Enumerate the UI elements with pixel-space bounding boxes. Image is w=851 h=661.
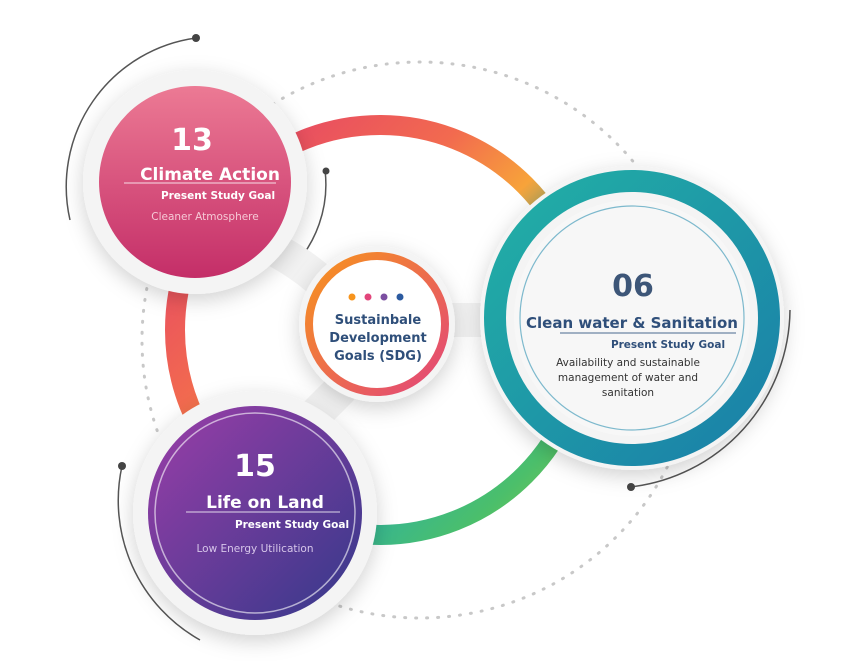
- water-subtitle: Present Study Goal: [611, 339, 725, 351]
- climate-arc-line: [65, 37, 197, 221]
- water-number: 06: [612, 269, 654, 304]
- center-ring: [305, 252, 449, 396]
- land-subtitle: Present Study Goal: [235, 519, 349, 531]
- water-description-line-1: Availability and sustainable: [556, 357, 700, 369]
- land-arc-line: [117, 465, 201, 641]
- center-dot-4: [396, 293, 404, 301]
- water-disc: [514, 200, 750, 436]
- water-description-line-2: management of water and: [558, 372, 698, 384]
- center-dot-3: [380, 293, 388, 301]
- water-title: Clean water & Sanitation: [526, 314, 738, 332]
- goal-clean-water: 06 Clean water & Sanitation Present Stud…: [480, 166, 784, 470]
- water-ring: [484, 170, 780, 466]
- climate-number: 13: [171, 123, 213, 158]
- water-arc-dot: [627, 483, 635, 491]
- goal-life-on-land: 15 Life on Land Present Study Goal Low E…: [133, 391, 377, 635]
- climate-inner-dot: [322, 167, 330, 175]
- land-disc: [148, 406, 362, 620]
- climate-arc-dot: [192, 34, 200, 42]
- climate-subtitle: Present Study Goal: [161, 190, 275, 202]
- water-arc-line: [629, 309, 791, 488]
- goal-climate-action: 13 Climate Action Present Study Goal Cle…: [83, 70, 307, 294]
- climate-description: Cleaner Atmosphere: [151, 211, 258, 223]
- water-inner-ring: [519, 205, 745, 431]
- center-line-3: Goals (SDG): [334, 349, 422, 364]
- water-description-line-3: sanitation: [602, 387, 654, 399]
- land-number: 15: [234, 449, 276, 484]
- climate-title: Climate Action: [140, 165, 280, 185]
- center-dot-2: [364, 293, 372, 301]
- center-line-2: Development: [329, 331, 426, 346]
- climate-disc: [99, 86, 291, 278]
- center-line-1: Sustainbale: [335, 313, 422, 328]
- center-sdg: Sustainbale Development Goals (SDG): [299, 246, 455, 402]
- center-dot-1: [348, 293, 356, 301]
- land-description: Low Energy Utilication: [197, 543, 314, 555]
- land-inner-ring: [154, 412, 356, 614]
- land-arc-dot: [118, 462, 126, 470]
- land-title: Life on Land: [206, 493, 324, 513]
